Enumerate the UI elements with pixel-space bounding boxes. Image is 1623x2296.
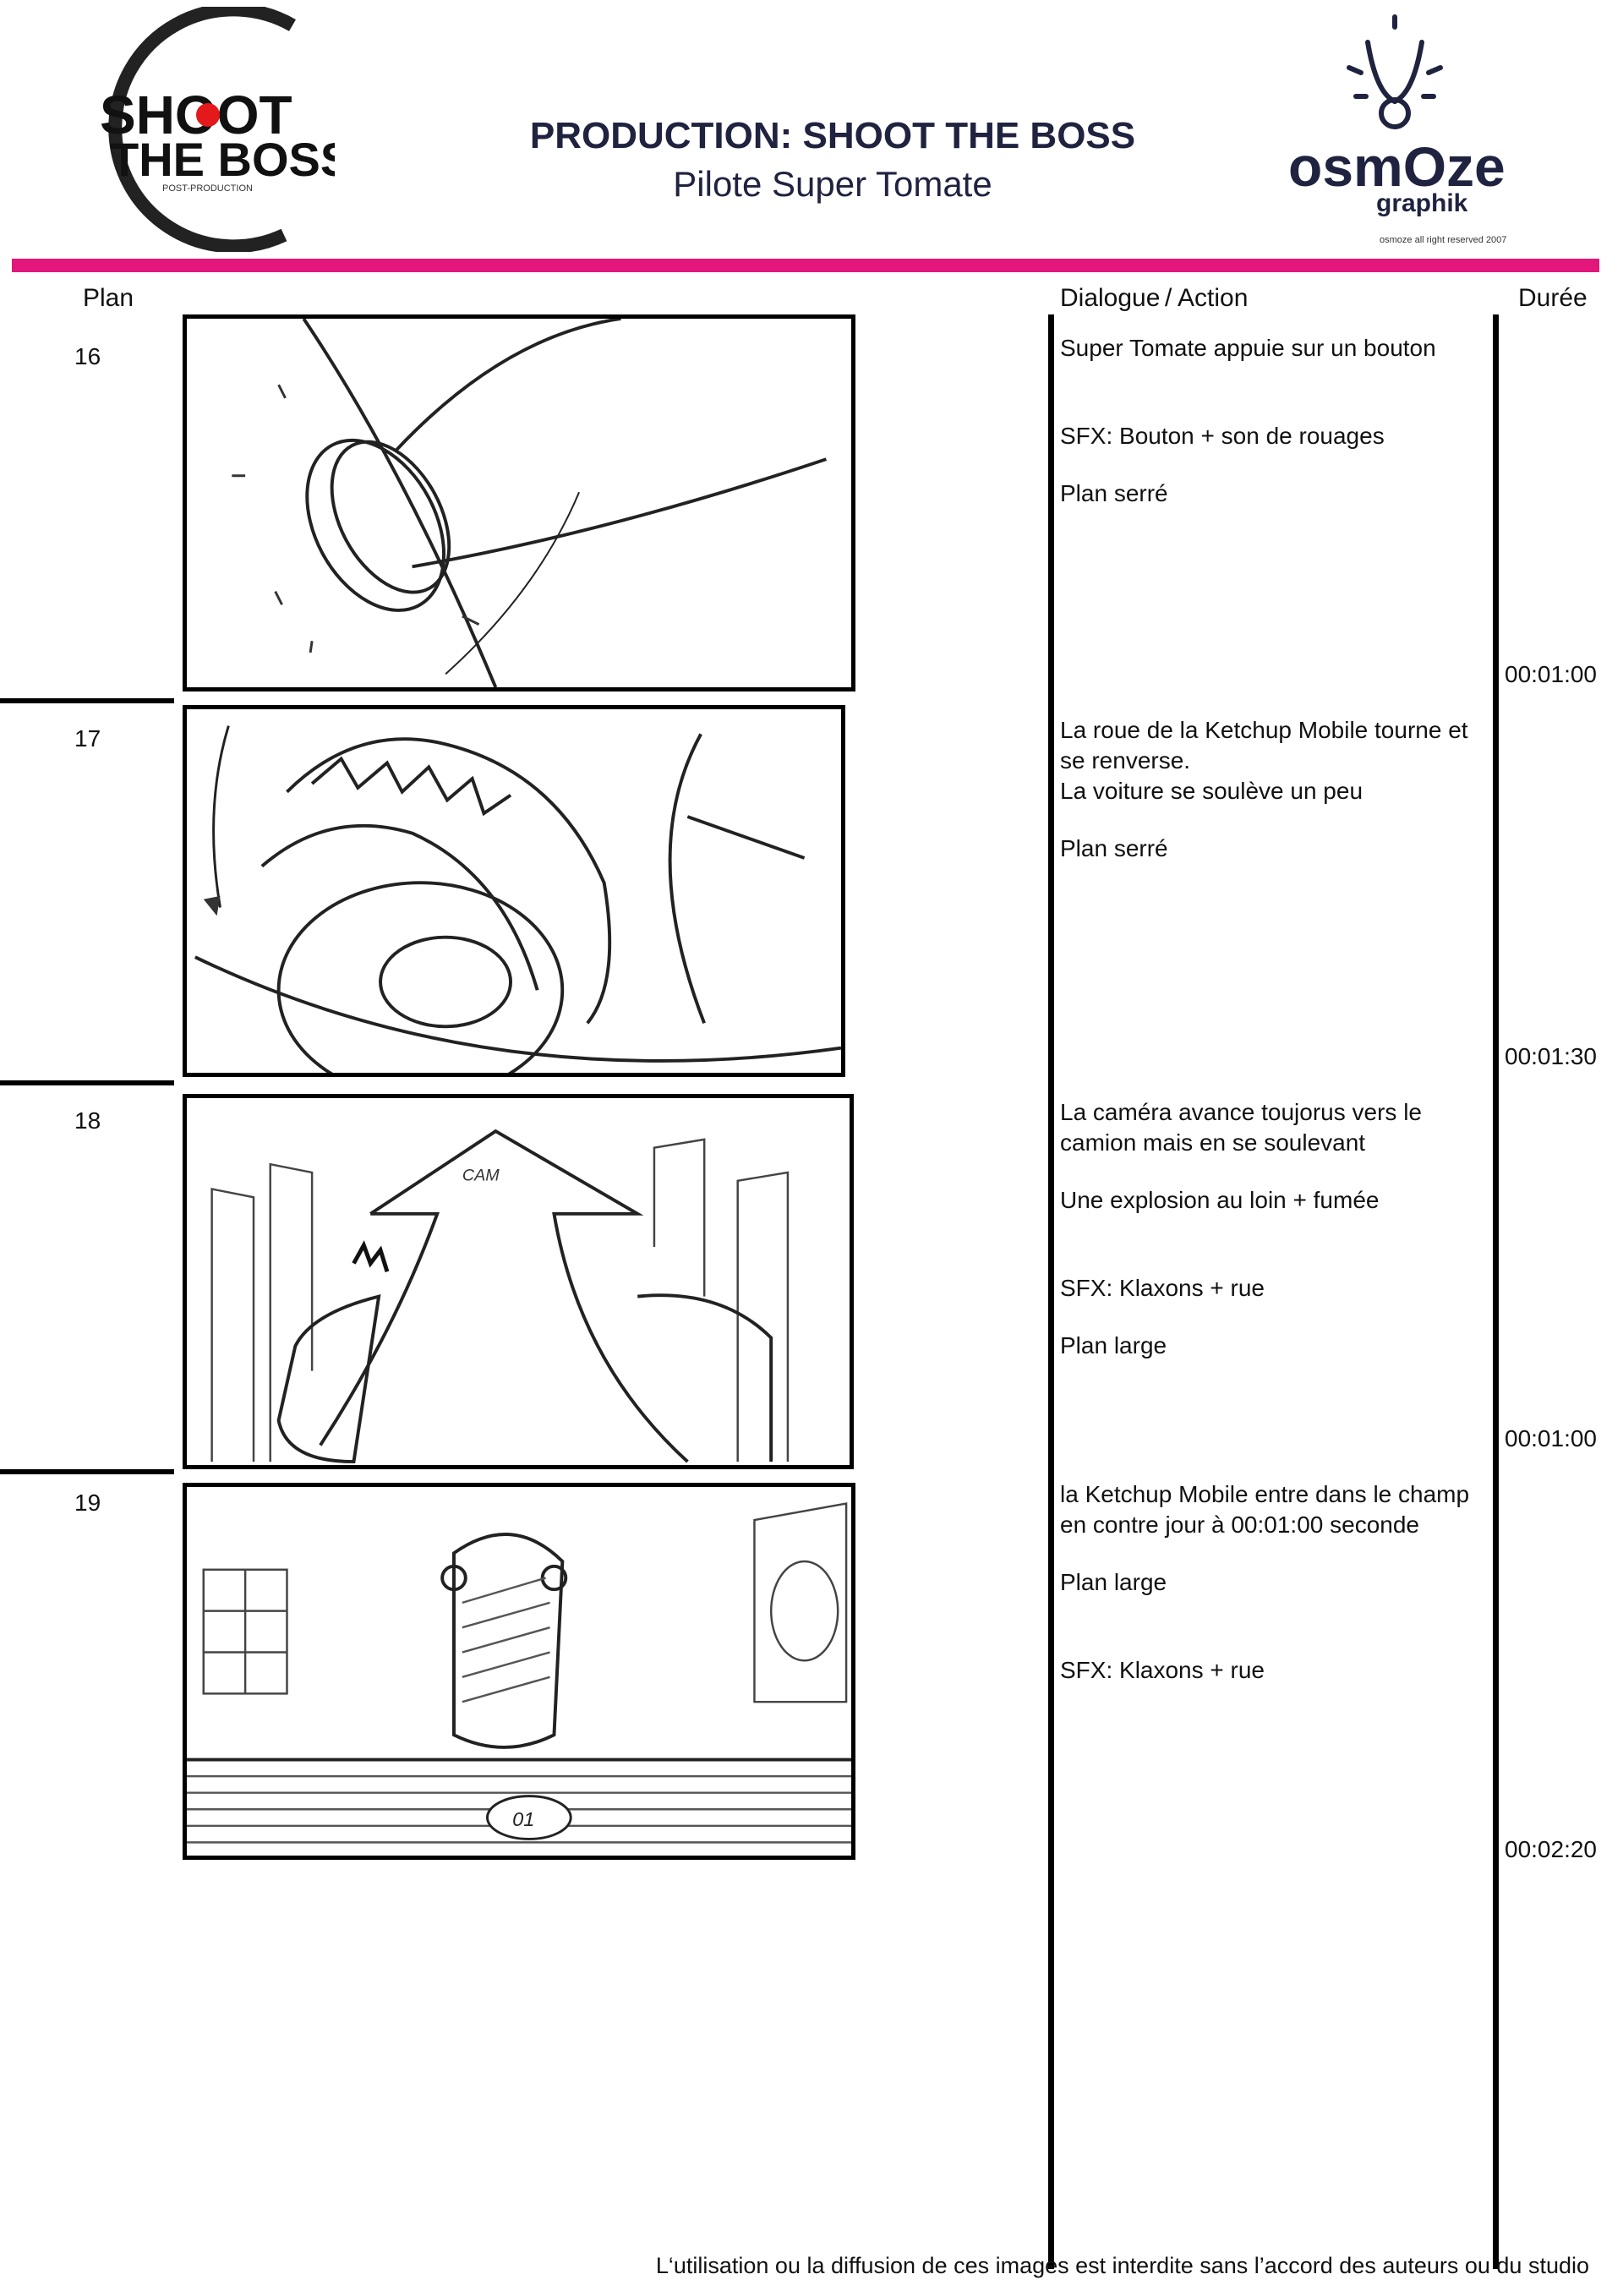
sketch-cam-label: CAM: [462, 1167, 500, 1185]
shot-19-line-1: la Ketchup Mobile entre dans le champ en…: [1060, 1481, 1470, 1538]
shot-18-panel: CAM: [183, 1094, 854, 1469]
shoot-the-boss-logo: SHOOT THE BOSS POST-PRODUCTION: [81, 3, 352, 254]
shot-16-duration: 00:01:00: [1505, 661, 1597, 687]
footer-notice: L‘utilisation ou la diffusion de ces ima…: [655, 2253, 1589, 2278]
shot-18-line-1: La caméra avance toujorus vers le camion…: [1060, 1099, 1422, 1156]
shot-19-line-3: SFX: Klaxons + rue: [1060, 1657, 1265, 1683]
osmoze-name: osmOze: [1288, 135, 1506, 198]
logo-line1: SHOOT: [100, 85, 292, 145]
page-title: PRODUCTION: SHOOT THE BOSS: [529, 115, 1136, 156]
shot-19-text: la Ketchup Mobile entre dans le champ en…: [1060, 1479, 1500, 1686]
shot-16-line-3: Plan serré: [1060, 480, 1168, 506]
shot-18-line-4: Plan large: [1060, 1332, 1167, 1358]
logo-line2: THE BOSS: [110, 133, 335, 186]
logo-tagline: POST-PRODUCTION: [162, 183, 253, 194]
shot-16-line-2: SFX: Bouton + son de rouages: [1060, 423, 1385, 449]
sketch-shot-label: 01: [512, 1808, 534, 1830]
shot-17-panel: [183, 705, 845, 1077]
osmoze-graphik-logo: osmOze graphik: [1268, 8, 1522, 237]
shot-18-number: 18: [74, 1107, 101, 1134]
column-plan: Plan: [83, 284, 134, 312]
shot-18-line-2: Une explosion au loin + fumée: [1060, 1187, 1380, 1213]
shot-18-duration: 00:01:00: [1505, 1425, 1597, 1451]
shot-18-line-3: SFX: Klaxons + rue: [1060, 1275, 1265, 1301]
header-divider: [12, 259, 1599, 272]
column-dialogue: Dialogue: [1060, 284, 1161, 312]
shot-19-duration: 00:02:20: [1505, 1836, 1597, 1862]
shot-16-number: 16: [74, 343, 101, 369]
column-duration: Durée: [1518, 284, 1587, 312]
shot-separator: [0, 698, 174, 703]
shot-17-sketch: [194, 725, 841, 1073]
shot-19-sketch: 01: [187, 1502, 851, 1844]
shot-18-text: La caméra avance toujorus vers le camion…: [1060, 1097, 1500, 1361]
shot-17-duration: 00:01:30: [1505, 1043, 1597, 1069]
shot-18-sketch: CAM: [210, 1129, 790, 1464]
dialogue-column-rule: [1048, 314, 1054, 2269]
shot-16-sketch: [232, 319, 828, 687]
shot-19-panel: 01: [183, 1483, 855, 1860]
shot-17-number: 17: [74, 725, 101, 752]
column-action: / Action: [1165, 284, 1249, 312]
shot-16-line-1: Super Tomate appuie sur un bouton: [1060, 335, 1436, 361]
shot-separator: [0, 1080, 174, 1085]
osmoze-sub: graphik: [1376, 189, 1468, 217]
shot-17-line-2: Plan serré: [1060, 835, 1168, 861]
shot-separator: [0, 1469, 174, 1474]
shot-19-number: 19: [74, 1490, 101, 1516]
shot-19-line-2: Plan large: [1060, 1569, 1167, 1595]
copyright-note: osmoze all right reserved 2007: [1380, 235, 1507, 245]
duration-column-rule: [1493, 314, 1499, 2269]
shot-16-panel: [183, 314, 855, 692]
shot-16-text: Super Tomate appuie sur un bouton SFX: B…: [1060, 333, 1500, 509]
page-subtitle: Pilote Super Tomate: [673, 164, 992, 204]
shot-17-line-1: La roue de la Ketchup Mobile tourne et s…: [1060, 717, 1468, 804]
shot-17-text: La roue de la Ketchup Mobile tourne et s…: [1060, 715, 1500, 864]
logo-red-dot: [196, 103, 220, 127]
